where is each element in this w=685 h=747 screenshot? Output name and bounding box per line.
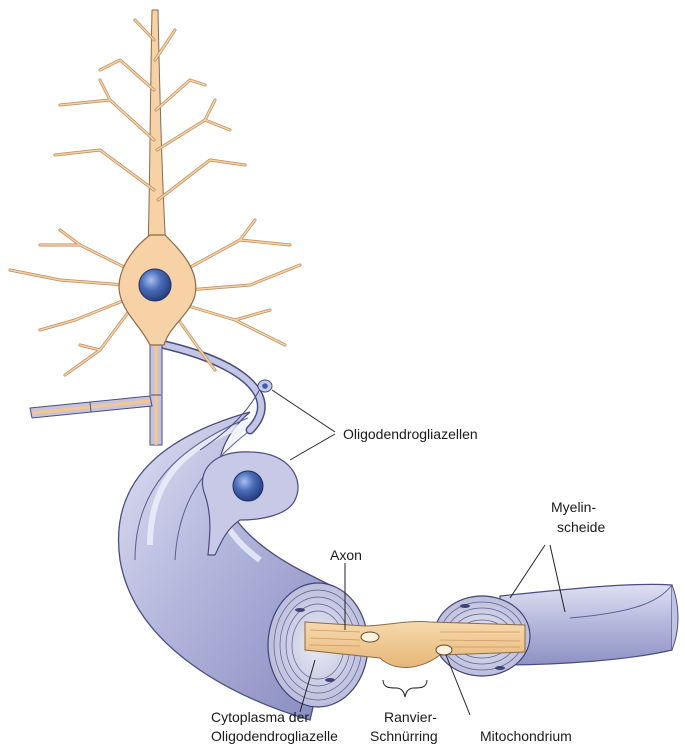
axon-initial-segment	[149, 344, 163, 446]
axon-collateral	[29, 395, 153, 419]
label-ranvier-line1: Ranvier-	[384, 709, 437, 725]
neuron	[8, 9, 302, 377]
label-myelin-line2: scheide	[557, 519, 605, 535]
myelin-sheath-right	[499, 583, 679, 666]
mitochondrium-1	[360, 631, 380, 643]
label-axon: Axon	[330, 547, 362, 563]
neuron-nucleus	[138, 268, 172, 302]
label-oligodendrogliazellen: Oligodendrogliazellen	[343, 426, 478, 442]
label-cytoplasma-line2: Oligodendrogliazelle	[211, 728, 338, 744]
small-oligodendrocyte	[257, 379, 273, 393]
label-ranvier-line2: Schnürring	[370, 728, 438, 744]
oligodendrocyte-body	[201, 451, 299, 556]
oligodendrocyte-processes	[160, 340, 266, 451]
axon	[304, 621, 526, 668]
label-myelin-line1: Myelin-	[551, 499, 596, 515]
mitochondrium-2	[435, 644, 453, 656]
label-mitochondrium: Mitochondrium	[480, 728, 572, 744]
leader-lines	[271, 389, 566, 716]
label-cytoplasma-line1: Cytoplasma der	[211, 709, 309, 725]
ranvier-brace	[382, 679, 428, 698]
